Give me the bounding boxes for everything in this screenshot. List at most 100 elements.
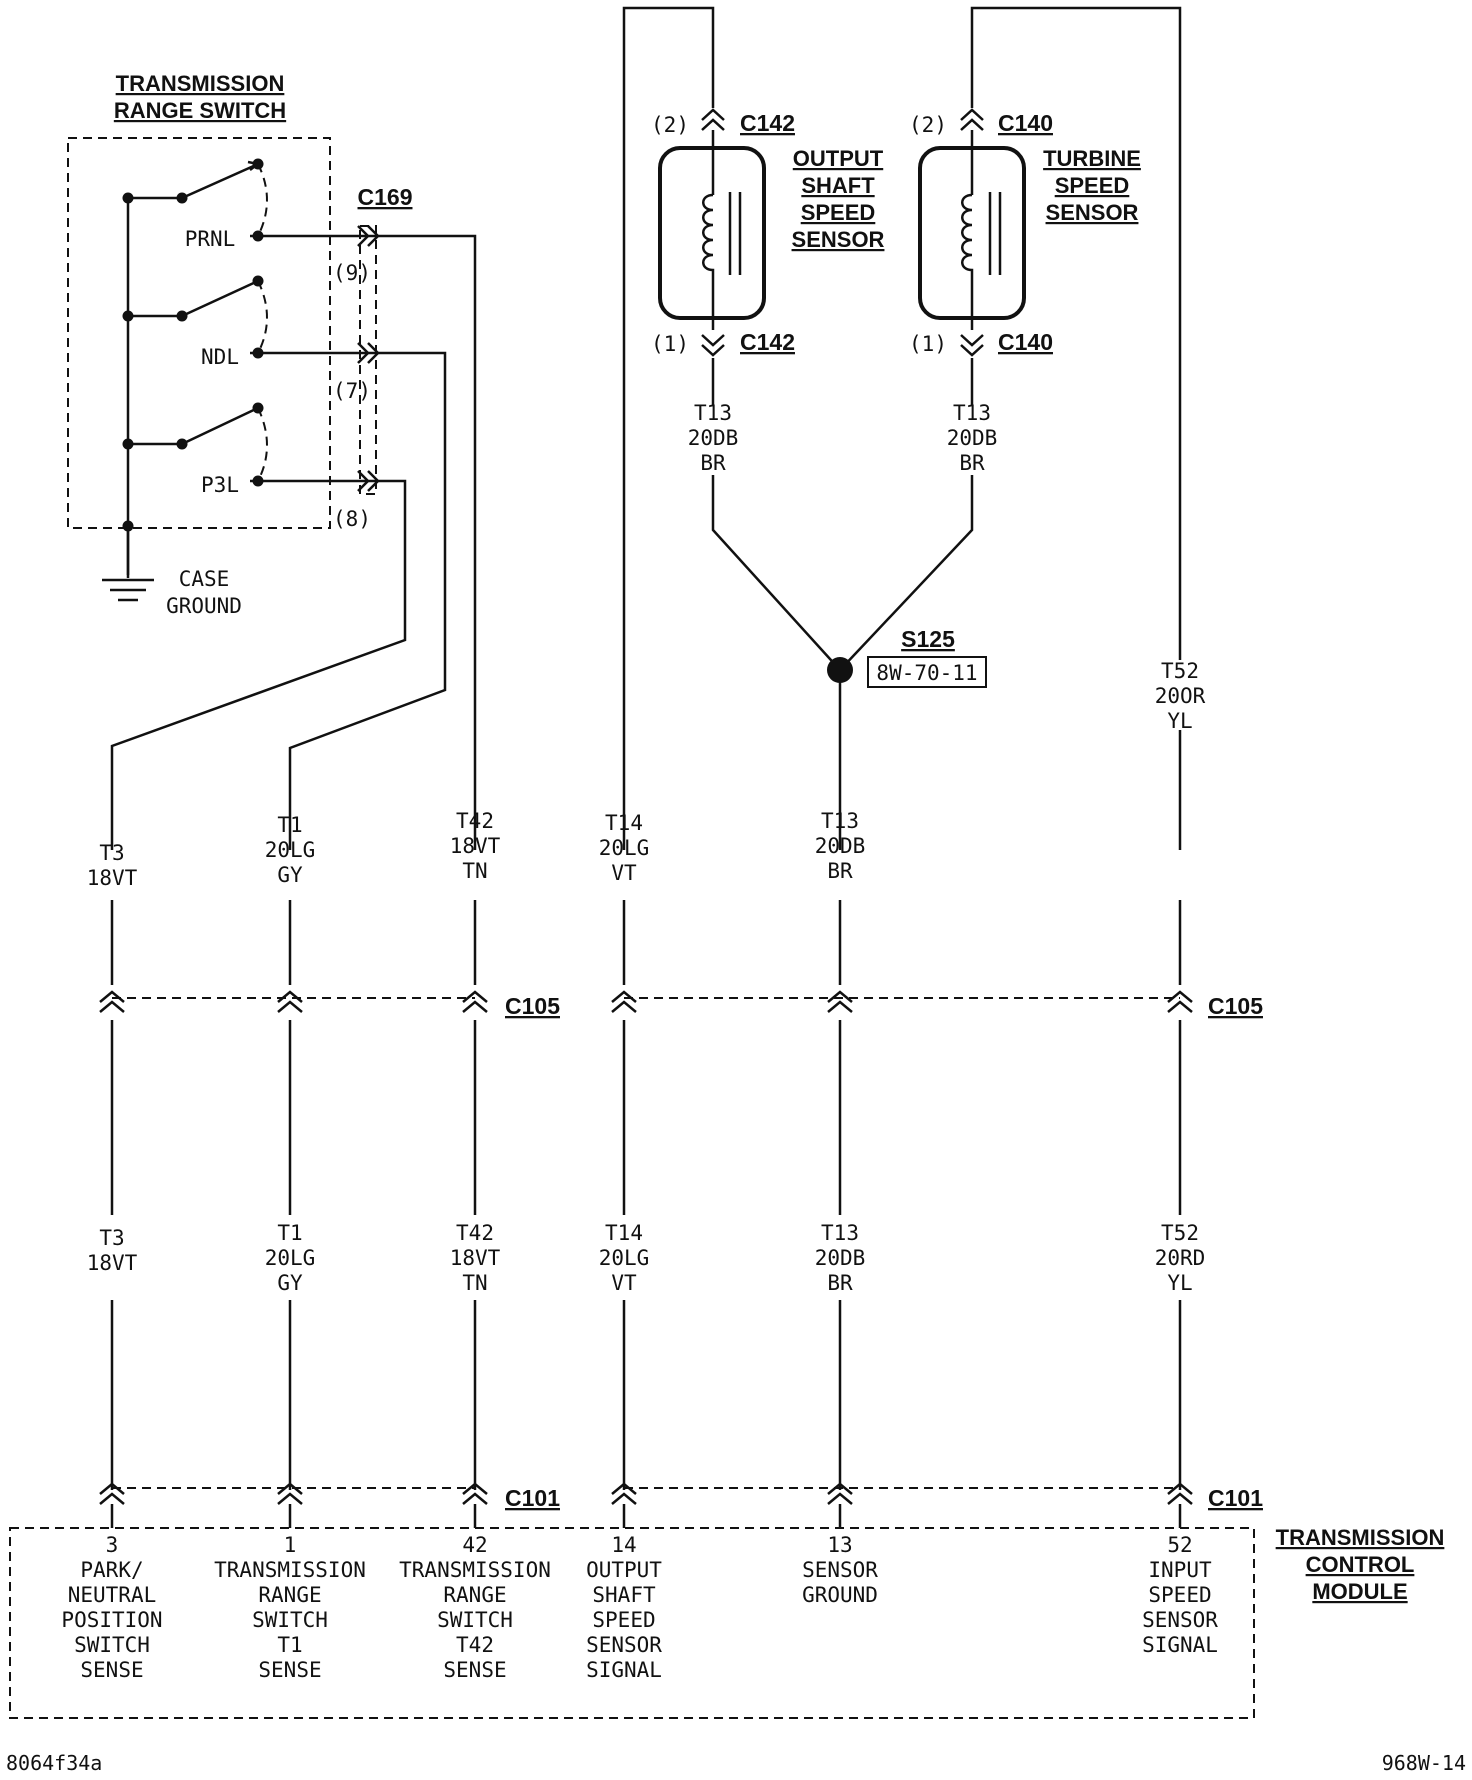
turbine-sensor-wire-gauge: 20DB xyxy=(947,426,998,450)
output-shaft-speed-sensor xyxy=(658,146,766,320)
c142-label-bottom: C142 xyxy=(740,329,795,355)
lower-t1-circuit: T1 xyxy=(277,1221,302,1245)
c105-label-left: C105 xyxy=(505,993,560,1019)
t52-upper-gauge: 20OR xyxy=(1155,684,1206,708)
footer-right-code: 968W-14 xyxy=(1382,1751,1466,1775)
output-sensor-wire-circuit: T13 xyxy=(694,401,732,425)
lower-t1-tracer: GY xyxy=(277,1271,303,1295)
upper-wire-labels: T3 18VT T1 20LG GY T42 18VT TN T14 20LG … xyxy=(87,809,866,890)
turbine-sensor-coil-icon xyxy=(961,193,974,285)
upper-t14-gauge: 20LG xyxy=(599,836,650,860)
upper-t13-tracer: BR xyxy=(827,859,853,883)
transmission-range-switch xyxy=(67,137,331,602)
wire-t14 xyxy=(622,6,715,850)
turbine-sensor-title-line3: SENSOR xyxy=(1046,200,1139,225)
tcm-pin-52-desc-1: INPUT xyxy=(1148,1558,1212,1582)
tcm-pin-13-number: 13 xyxy=(827,1533,852,1557)
splice-ref-label: 8W-70-11 xyxy=(876,661,977,685)
tcm-title-line3: MODULE xyxy=(1312,1579,1407,1604)
lower-t42-gauge: 18VT xyxy=(450,1246,501,1270)
tcm-pin-14-desc-5: SIGNAL xyxy=(586,1658,662,1682)
tcm-pin-42-number: 42 xyxy=(462,1533,487,1557)
c140-label-top: C140 xyxy=(998,110,1053,136)
c169-connector xyxy=(357,225,380,495)
lower-t52-circuit: T52 xyxy=(1161,1221,1199,1245)
upper-t1-gauge: 20LG xyxy=(265,838,316,862)
output-sensor-title-line4: SENSOR xyxy=(792,227,885,252)
tcm-pin-42-desc-1: TRANSMISSION xyxy=(399,1558,551,1582)
t52-upper-circuit: T52 xyxy=(1161,659,1199,683)
wire-t52 xyxy=(970,6,1182,660)
lower-wire-labels: T3 18VT T1 20LG GY T42 18VT TN T14 20LG … xyxy=(87,1221,1206,1295)
tcm-pin-labels: 3 PARK/ NEUTRAL POSITION SWITCH SENSE 1 … xyxy=(61,1533,1218,1682)
tcm-pin-14-desc-4: SENSOR xyxy=(586,1633,662,1657)
turbine-sensor-wire-circuit: T13 xyxy=(953,401,991,425)
tcm-title-line2: CONTROL xyxy=(1306,1552,1415,1577)
lower-t14-circuit: T14 xyxy=(605,1221,643,1245)
sensor-connector-chevrons xyxy=(701,108,984,357)
upper-t14-circuit: T14 xyxy=(605,811,643,835)
case-ground-label-line2: GROUND xyxy=(166,594,242,618)
lower-wire-segments xyxy=(110,900,1182,1490)
c140-pin-1: (1) xyxy=(909,332,947,356)
case-ground-label-line1: CASE xyxy=(179,567,230,591)
range-switch-boundary xyxy=(67,137,331,529)
upper-t13-circuit: T13 xyxy=(821,809,859,833)
turbine-sensor-title-line1: TURBINE xyxy=(1043,146,1141,171)
tcm-pin-3-desc-1: PARK/ xyxy=(80,1558,143,1582)
tcm-pin-52-desc-2: SPEED xyxy=(1148,1583,1211,1607)
tcm-pin-42-desc-5: SENSE xyxy=(443,1658,506,1682)
upper-t3-gauge: 18VT xyxy=(87,866,138,890)
lower-t3-gauge: 18VT xyxy=(87,1251,138,1275)
tcm-pin-3-desc-4: SWITCH xyxy=(74,1633,150,1657)
c169-pin-9: (9) xyxy=(333,261,371,285)
tcm-pin-14-desc-2: SHAFT xyxy=(592,1583,656,1607)
contact-label-ndl: NDL xyxy=(201,345,239,369)
tcm-pin-1-number: 1 xyxy=(284,1533,297,1557)
tcm-pin-14-desc-1: OUTPUT xyxy=(586,1558,662,1582)
output-sensor-title-line2: SHAFT xyxy=(801,173,875,198)
lower-t52-tracer: YL xyxy=(1167,1271,1192,1295)
c101-label-left: C101 xyxy=(505,1485,560,1511)
tcm-pin-14-desc-3: SPEED xyxy=(592,1608,655,1632)
c140-label-bottom: C140 xyxy=(998,329,1053,355)
lower-t13-tracer: BR xyxy=(827,1271,853,1295)
c101-connector xyxy=(99,1482,1193,1528)
tcm-pin-13-desc-1: SENSOR xyxy=(802,1558,878,1582)
turbine-sensor-title-line2: SPEED xyxy=(1055,173,1130,198)
contact-label-prnl: PRNL xyxy=(185,227,236,251)
upper-t1-tracer: GY xyxy=(277,863,303,887)
switch-contact-dots xyxy=(122,158,264,532)
lower-t14-gauge: 20LG xyxy=(599,1246,650,1270)
lower-t13-circuit: T13 xyxy=(821,1221,859,1245)
tcm-pin-3-desc-5: SENSE xyxy=(80,1658,143,1682)
output-sensor-title-line1: OUTPUT xyxy=(793,146,884,171)
turbine-sensor-wire-tracer: BR xyxy=(959,451,985,475)
lower-t13-gauge: 20DB xyxy=(815,1246,866,1270)
tcm-title-line1: TRANSMISSION xyxy=(1276,1525,1445,1550)
tcm-pin-52-desc-3: SENSOR xyxy=(1142,1608,1218,1632)
tcm-pin-1-desc-3: SWITCH xyxy=(252,1608,328,1632)
tcm-pin-14-number: 14 xyxy=(611,1533,636,1557)
tcm-pin-1-desc-1: TRANSMISSION xyxy=(214,1558,366,1582)
upper-t13-gauge: 20DB xyxy=(815,834,866,858)
tcm-pin-3-number: 3 xyxy=(106,1533,119,1557)
upper-t14-tracer: VT xyxy=(611,861,637,885)
splice-s125-label: S125 xyxy=(901,626,955,652)
upper-t1-circuit: T1 xyxy=(277,813,302,837)
splice-s125-dot xyxy=(827,657,853,683)
lower-t14-tracer: VT xyxy=(611,1271,637,1295)
wire-t1 xyxy=(250,351,447,850)
c169-pin-7: (7) xyxy=(333,379,371,403)
tcm-pin-42-desc-3: SWITCH xyxy=(437,1608,513,1632)
tcm-pin-52-desc-4: SIGNAL xyxy=(1142,1633,1218,1657)
tcm-pin-1-desc-4: T1 xyxy=(277,1633,302,1657)
footer-left-code: 8064f34a xyxy=(6,1751,102,1775)
range-switch-title-line1: TRANSMISSION xyxy=(116,71,285,96)
c169-pin-8: (8) xyxy=(333,507,371,531)
upper-t42-circuit: T42 xyxy=(456,809,494,833)
c140-pin-2: (2) xyxy=(909,113,947,137)
output-sensor-title-line3: SPEED xyxy=(801,200,876,225)
upper-t42-gauge: 18VT xyxy=(450,834,501,858)
